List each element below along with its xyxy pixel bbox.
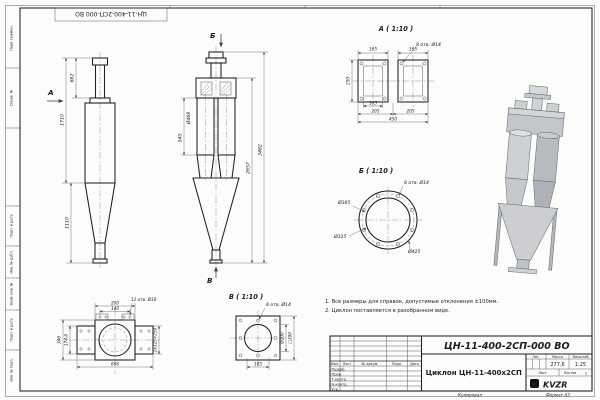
dim-165-left: 165 <box>369 47 377 52</box>
dim-200-plan: 200 <box>111 301 119 306</box>
col-list: Лист <box>343 362 352 366</box>
scale-label: Масштаб <box>572 355 588 359</box>
stamp-doc-number: ЦН-11-400-2СП-000 ВО <box>75 10 147 17</box>
dim-606: 606 <box>111 362 119 367</box>
margin-label-podp-data-2: Подп. и дата <box>10 318 14 341</box>
margin-label-inv-podl: Инв. № подл. <box>10 358 14 381</box>
col-izm: Изм. <box>331 362 339 366</box>
dim-2x125: 2х125=250 <box>153 327 158 352</box>
dim-d325: Ø325 <box>333 233 346 240</box>
view-v-label: В ( 1:10 ) <box>229 293 263 301</box>
logo-glyph: К <box>532 381 537 388</box>
bottom-margin: Копировал Формат А3 <box>458 393 570 398</box>
dim-346: 346 <box>57 336 62 344</box>
plan-holes-note: 12 отв. Ø18 <box>131 297 157 302</box>
dim-105: 105 <box>369 101 377 106</box>
mass-label: Масса <box>552 355 563 359</box>
col-podp: Подп. <box>392 362 402 366</box>
view-b-holes-note: 8 отв. Ø14 <box>404 179 429 186</box>
margin-label-sprav: Справ. № <box>10 89 14 106</box>
mass-value: 277,6 <box>550 362 564 368</box>
view-a-holes-note: 8 отв. Ø14 <box>416 41 441 48</box>
front-view: Б В Ø468 540 2657 3482 <box>178 31 268 285</box>
margin-label-perv-primen: Перв. примен. <box>10 25 14 50</box>
view-a-label: А ( 1:10 ) <box>378 25 413 33</box>
detail-view-v: В ( 1:10 ) 8 отв. Ø14 105 Ø200 □300 <box>229 293 297 370</box>
isometric-view <box>493 85 565 275</box>
dim-450: 450 <box>389 117 397 122</box>
dim-d385: Ø385 <box>337 199 350 206</box>
detail-view-b: Б ( 1:10 ) 8 отв. Ø14 Ø385 Ø325 Ø425 <box>333 167 429 255</box>
dim-1110: 1110 <box>65 217 71 229</box>
row-tkontr: Т.контр. <box>331 377 348 381</box>
dim-250: 250 <box>346 77 351 85</box>
dim-3482: 3482 <box>258 144 264 156</box>
sheet-label: Лист <box>538 371 547 375</box>
format-label: Формат А3 <box>546 393 570 398</box>
copied-label: Копировал <box>458 393 482 398</box>
side-view: 662 1710 1110 А <box>47 52 116 268</box>
dim-205-right: 205 <box>407 109 415 114</box>
col-docum: № докум. <box>362 362 379 366</box>
dim-165-right: 165 <box>409 47 417 52</box>
company-logo-mark <box>530 379 539 388</box>
col-data: Дата <box>410 362 419 366</box>
company-logo-text: KVZR <box>543 381 567 390</box>
top-stamp: ЦН-11-400-2СП-000 ВО <box>54 7 168 22</box>
dim-662: 662 <box>70 74 76 83</box>
drawing-frame <box>5 5 595 397</box>
dim-205-left: 205 <box>372 109 380 114</box>
scale-value: 1:25 <box>575 362 586 368</box>
dim-540: 540 <box>178 134 184 143</box>
dim-d200: Ø200 <box>280 332 285 345</box>
dim-d425: Ø425 <box>407 248 420 255</box>
plan-view: 200 140 12 отв. Ø18 174,6 346 606 2х125=… <box>57 297 162 374</box>
sheets-value: 1 <box>585 371 587 375</box>
row-nkontr: Н.контр. <box>332 382 348 386</box>
dim-sq300: □300 <box>288 332 293 344</box>
dim-1710: 1710 <box>60 114 66 126</box>
drawing-title: Циклон ЦН-11-400х2СП <box>426 369 522 377</box>
doc-number: ЦН-11-400-2СП-000 ВО <box>444 341 570 352</box>
dim-2657: 2657 <box>246 162 252 174</box>
section-arrow-b-label: Б <box>210 31 216 40</box>
view-b-label: Б ( 1:10 ) <box>359 167 393 175</box>
lit-label: Лит. <box>532 355 540 359</box>
sheets-label: Листов <box>564 371 577 375</box>
dim-105-v: 105 <box>254 362 262 367</box>
row-razrab: Разраб. <box>332 367 346 371</box>
view-v-holes-note: 8 отв. Ø14 <box>266 301 291 308</box>
row-utv: Утв. <box>332 387 340 391</box>
section-arrow-a-label: А <box>47 88 54 97</box>
technical-notes: 1. Все размеры для справок, допустимые о… <box>325 299 499 314</box>
row-prov: Пров. <box>332 372 342 376</box>
dim-d468: Ø468 <box>185 112 192 125</box>
dim-174-6: 174,6 <box>64 334 69 346</box>
margin-label-vzam-inv: Взам. инв. № <box>10 282 14 305</box>
margin-label-inv-dubl: Инв. № дубл. <box>10 250 14 273</box>
note-1: 1. Все размеры для справок, допустимые о… <box>325 299 499 305</box>
margin-label-podp-data-1: Подп. и дата <box>10 214 14 237</box>
detail-view-a: А ( 1:10 ) 8 отв. Ø14 165 165 250 105 <box>346 25 441 124</box>
title-block: Изм. Лист № докум. Подп. Дата Разраб. Пр… <box>329 335 593 392</box>
left-margin-stamps: Перв. примен. Справ. № Подп. и дата Инв.… <box>5 25 20 382</box>
dim-140: 140 <box>111 306 119 311</box>
section-arrow-v-label: В <box>207 276 213 285</box>
note-2: 2. Циклон поставляется в разобранном вид… <box>325 308 450 314</box>
